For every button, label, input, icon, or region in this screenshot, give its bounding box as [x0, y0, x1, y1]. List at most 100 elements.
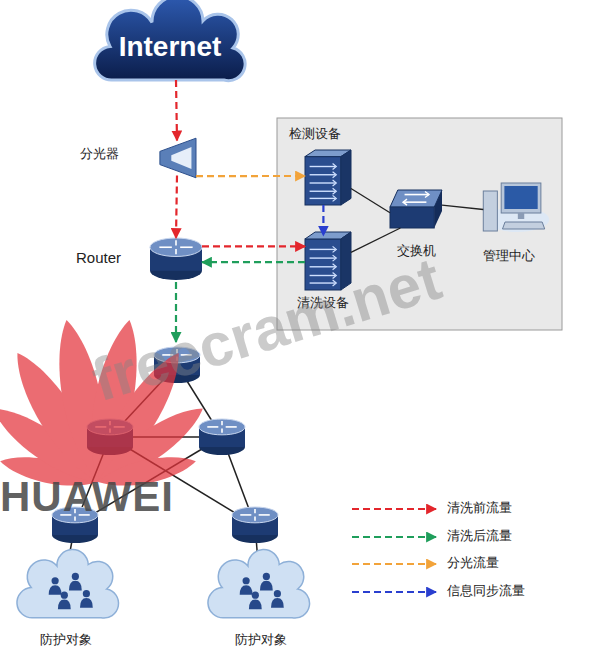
node-icon: [22, 553, 114, 625]
switch: 交换机: [390, 190, 442, 228]
legend-row: 信息同步流量: [350, 582, 550, 602]
person-body: [260, 581, 273, 591]
node-label: 防护对象: [40, 632, 92, 648]
protected-object: 防护对象: [22, 553, 114, 625]
router-top: [232, 507, 278, 523]
internet-cloud: [95, 0, 245, 81]
router-arrow: [175, 249, 177, 254]
device-stripe-head: [333, 255, 337, 261]
pc-keyboard: [502, 222, 544, 229]
person-body: [240, 585, 253, 595]
legend-sample: [350, 502, 440, 516]
device-stripe-head: [333, 264, 337, 270]
router-arrow: [175, 240, 177, 245]
person-head: [52, 577, 59, 584]
node-label: Router: [76, 249, 121, 267]
person-head: [72, 573, 79, 580]
device-stripe-head: [333, 172, 337, 178]
node-icon: [158, 136, 196, 180]
legend-line: [352, 508, 436, 510]
flow-arrow: [176, 80, 177, 140]
node-label: 分光器: [80, 146, 119, 162]
router-arrow: [159, 246, 171, 248]
person-head: [83, 590, 90, 597]
link-line: [351, 228, 400, 252]
network-router: [232, 507, 278, 543]
legend-sample: [350, 557, 440, 571]
switch-top: [390, 190, 442, 207]
device-stripe: [310, 266, 336, 267]
switch-side: [434, 190, 442, 228]
person-body: [49, 585, 62, 595]
router-top: [199, 419, 245, 435]
router-arrow: [254, 509, 256, 513]
link-line: [351, 189, 390, 213]
person-head: [252, 592, 259, 599]
protected-cloud: [17, 550, 119, 618]
pc-monitor: [501, 183, 541, 213]
legend-sample: [350, 530, 440, 544]
device-stripe: [310, 174, 336, 175]
legend-row: 分光流量: [350, 554, 550, 574]
device-stripe: [310, 191, 336, 192]
device-stripe: [310, 182, 336, 183]
device-stripe: [310, 257, 336, 258]
legend-line: [352, 563, 436, 565]
device-stripe: [310, 249, 336, 250]
device-side: [341, 150, 351, 205]
device-front: [305, 157, 341, 205]
legend-text: 清洗后流量: [447, 528, 512, 544]
person-head: [263, 573, 270, 580]
management-center: 管理中心: [482, 182, 546, 232]
legend-text: 信息同步流量: [447, 583, 525, 599]
node-icon: [482, 182, 546, 232]
detection-device: 检测设备: [305, 150, 351, 205]
flow-arrow: [202, 261, 305, 263]
watermark: freecram.net: [85, 247, 448, 414]
legend-text: 分光流量: [447, 555, 499, 571]
logo-wordmark: HUAWEI: [0, 474, 174, 520]
person-body: [271, 598, 284, 608]
switch-front: [390, 207, 434, 228]
person-head: [243, 577, 250, 584]
person-body: [249, 600, 262, 610]
router-arrow: [240, 514, 251, 516]
network-router: [199, 419, 245, 455]
link-line: [442, 205, 483, 209]
switch-arrow-head: [425, 192, 429, 198]
pc-screen: [504, 186, 537, 209]
switch-arrow: [405, 194, 429, 196]
legend-line: [352, 535, 436, 537]
node-icon: [305, 150, 351, 205]
router-arrow: [226, 426, 237, 428]
device-stripe: [310, 166, 336, 167]
legend-text: 清洗前流量: [447, 500, 512, 516]
device-stripe-head: [333, 164, 337, 170]
person-body: [58, 600, 71, 610]
device-stripe-head: [333, 246, 337, 252]
splitter-lens: [171, 147, 191, 169]
optical-splitter: 分光器: [158, 136, 196, 180]
internet-cloud: Internet: [95, 8, 245, 88]
device-stripe: [310, 198, 336, 199]
router-arrow: [221, 421, 223, 425]
node-icon: [150, 238, 202, 280]
legend-row: 清洗后流量: [350, 527, 550, 547]
device-stripe-head: [333, 195, 337, 201]
router-arrow: [221, 429, 223, 433]
legend-row: 清洗前流量: [350, 499, 550, 519]
switch-arrow-head: [403, 199, 407, 205]
device-stripe-head: [333, 180, 337, 186]
pc-tower: [483, 191, 497, 231]
node-label: 管理中心: [483, 248, 535, 264]
legend-sample: [350, 585, 440, 599]
protected-object: 防护对象: [213, 553, 305, 625]
node-label: 检测设备: [289, 126, 341, 142]
node-icon: [213, 553, 305, 625]
person-head: [274, 590, 281, 597]
pc-stand: [518, 213, 524, 219]
router-top: [150, 238, 202, 256]
